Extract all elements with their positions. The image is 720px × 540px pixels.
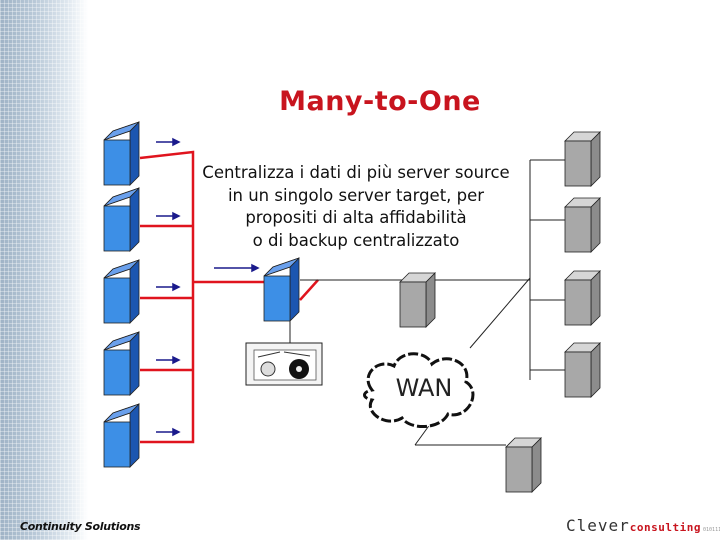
wan-cloud-icon: [363, 352, 475, 428]
brand-binary: 0101111: [703, 527, 720, 533]
remote-server-4: [564, 342, 601, 398]
remote-server-3: [564, 270, 601, 326]
description-text: Centralizza i dati di più server source …: [186, 162, 526, 252]
replication-lines: [139, 150, 319, 444]
source-server-3: [103, 259, 140, 324]
source-server-1: [103, 121, 140, 186]
wan-label: WAN: [395, 374, 453, 402]
remote-server-5: [399, 272, 436, 328]
slide-title: Many-to-One: [279, 86, 481, 117]
description-line-2: in un singolo server target, per: [227, 185, 485, 205]
source-server-5: [103, 403, 140, 468]
data-flow-arrows: [156, 137, 260, 437]
source-server-4: [103, 331, 140, 396]
description-line-1: Centralizza i dati di più server source: [202, 163, 510, 182]
footer-continuity-solutions: Continuity Solutions: [20, 520, 141, 533]
brand-consulting: consulting: [629, 521, 702, 534]
target-server: [263, 257, 300, 322]
remote-server-6: [505, 437, 542, 493]
description-line-4: o di backup centralizzato: [252, 230, 460, 250]
description-line-3: propositi di alta affidabilità: [245, 208, 467, 227]
brand-logo: Cleverconsulting0101111: [566, 516, 720, 535]
tape-drive-icon: [245, 342, 323, 386]
remote-server-1: [564, 131, 601, 187]
remote-server-2: [564, 197, 601, 253]
brand-clever: Clever: [566, 516, 630, 535]
decorative-side-stripe: [0, 0, 88, 540]
source-server-2: [103, 187, 140, 252]
